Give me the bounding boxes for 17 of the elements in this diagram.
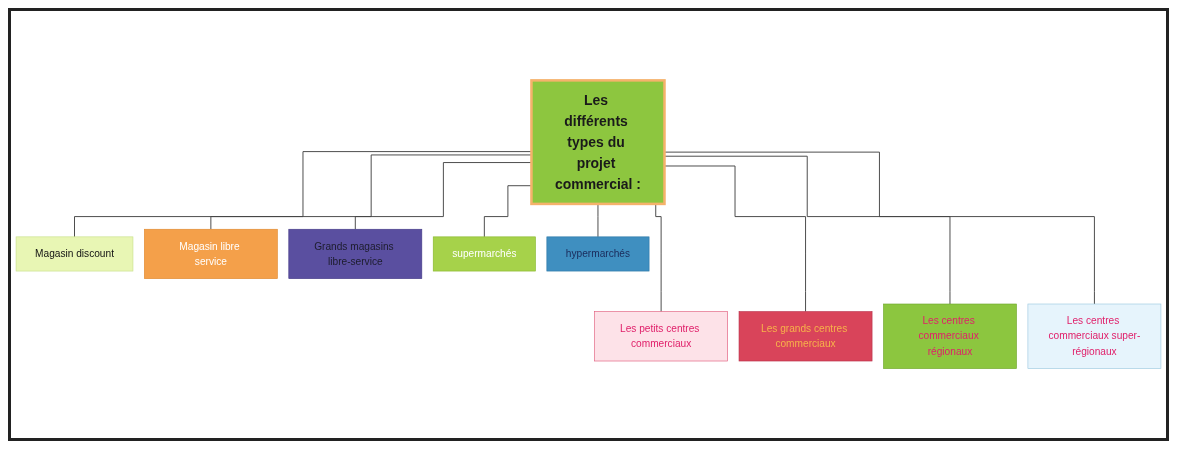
- connector: [354, 162, 532, 230]
- node-box: Les centres commerciaux régionaux: [883, 303, 1017, 369]
- connector: [664, 151, 1095, 305]
- node-box: Les centres commerciaux super-régionaux: [1027, 303, 1162, 369]
- connector: [74, 151, 532, 238]
- node-box: supermarchés: [432, 236, 536, 272]
- connector: [483, 185, 532, 238]
- node-box: Les différents types du projet commercial :: [530, 79, 666, 206]
- node-box: Magasin discount: [15, 236, 134, 272]
- node-box: Magasin libre service: [144, 228, 278, 279]
- node-box: Grands magasins libre-service: [288, 228, 423, 279]
- connector: [664, 165, 807, 313]
- node-box: Les grands centres commerciaux: [738, 311, 873, 362]
- connector: [664, 155, 951, 305]
- connector: [210, 154, 532, 230]
- node-box: hypermarchés: [546, 236, 650, 272]
- node-box: Les petits centres commerciaux: [594, 311, 728, 362]
